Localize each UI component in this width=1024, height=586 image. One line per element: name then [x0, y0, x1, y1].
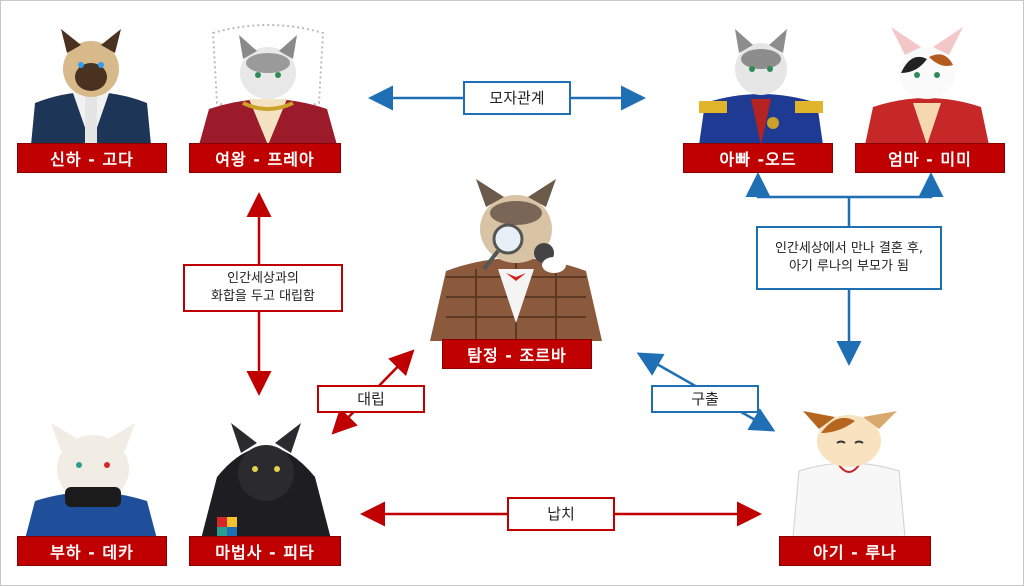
label-subordinate: 부하 - 데카 [17, 536, 167, 566]
label-father: 아빠 -오드 [683, 143, 833, 173]
relation-human-line1: 인간세상에서 만나 결혼 후, [774, 241, 924, 257]
label-sinha: 신하 - 고다 [17, 143, 167, 173]
relation-human-world: 인간세상에서 만나 결혼 후, 아기 루나의 부모가 됨 [756, 226, 942, 290]
relation-coexist-line1: 인간세상과의 [227, 271, 299, 287]
label-queen: 여왕 - 프레아 [189, 143, 341, 173]
mage-illustration [191, 417, 341, 539]
relation-kidnap: 납치 [507, 497, 615, 531]
relation-rescue: 구출 [651, 385, 759, 413]
detective-illustration [426, 173, 606, 341]
relation-confront: 대립 [317, 385, 425, 413]
relation-mother-child: 모자관계 [463, 81, 571, 115]
relation-coexist: 인간세상과의 화합을 두고 대립함 [183, 264, 343, 312]
label-detective: 탐정 - 조르바 [442, 339, 592, 369]
baby-illustration [779, 403, 919, 537]
relation-human-line2: 아기 루나의 부모가 됨 [788, 259, 910, 274]
parents-connector [756, 181, 933, 199]
relation-coexist-line2: 화합을 두고 대립함 [211, 289, 315, 304]
label-baby: 아기 - 루나 [779, 536, 931, 566]
father-illustration [691, 23, 831, 145]
label-mother: 엄마 - 미미 [855, 143, 1005, 173]
sinha-illustration [21, 23, 161, 145]
subordinate-illustration [21, 417, 161, 539]
queen-illustration [193, 23, 343, 145]
label-mage: 마법사 - 피타 [189, 536, 341, 566]
mother-illustration [857, 23, 997, 145]
